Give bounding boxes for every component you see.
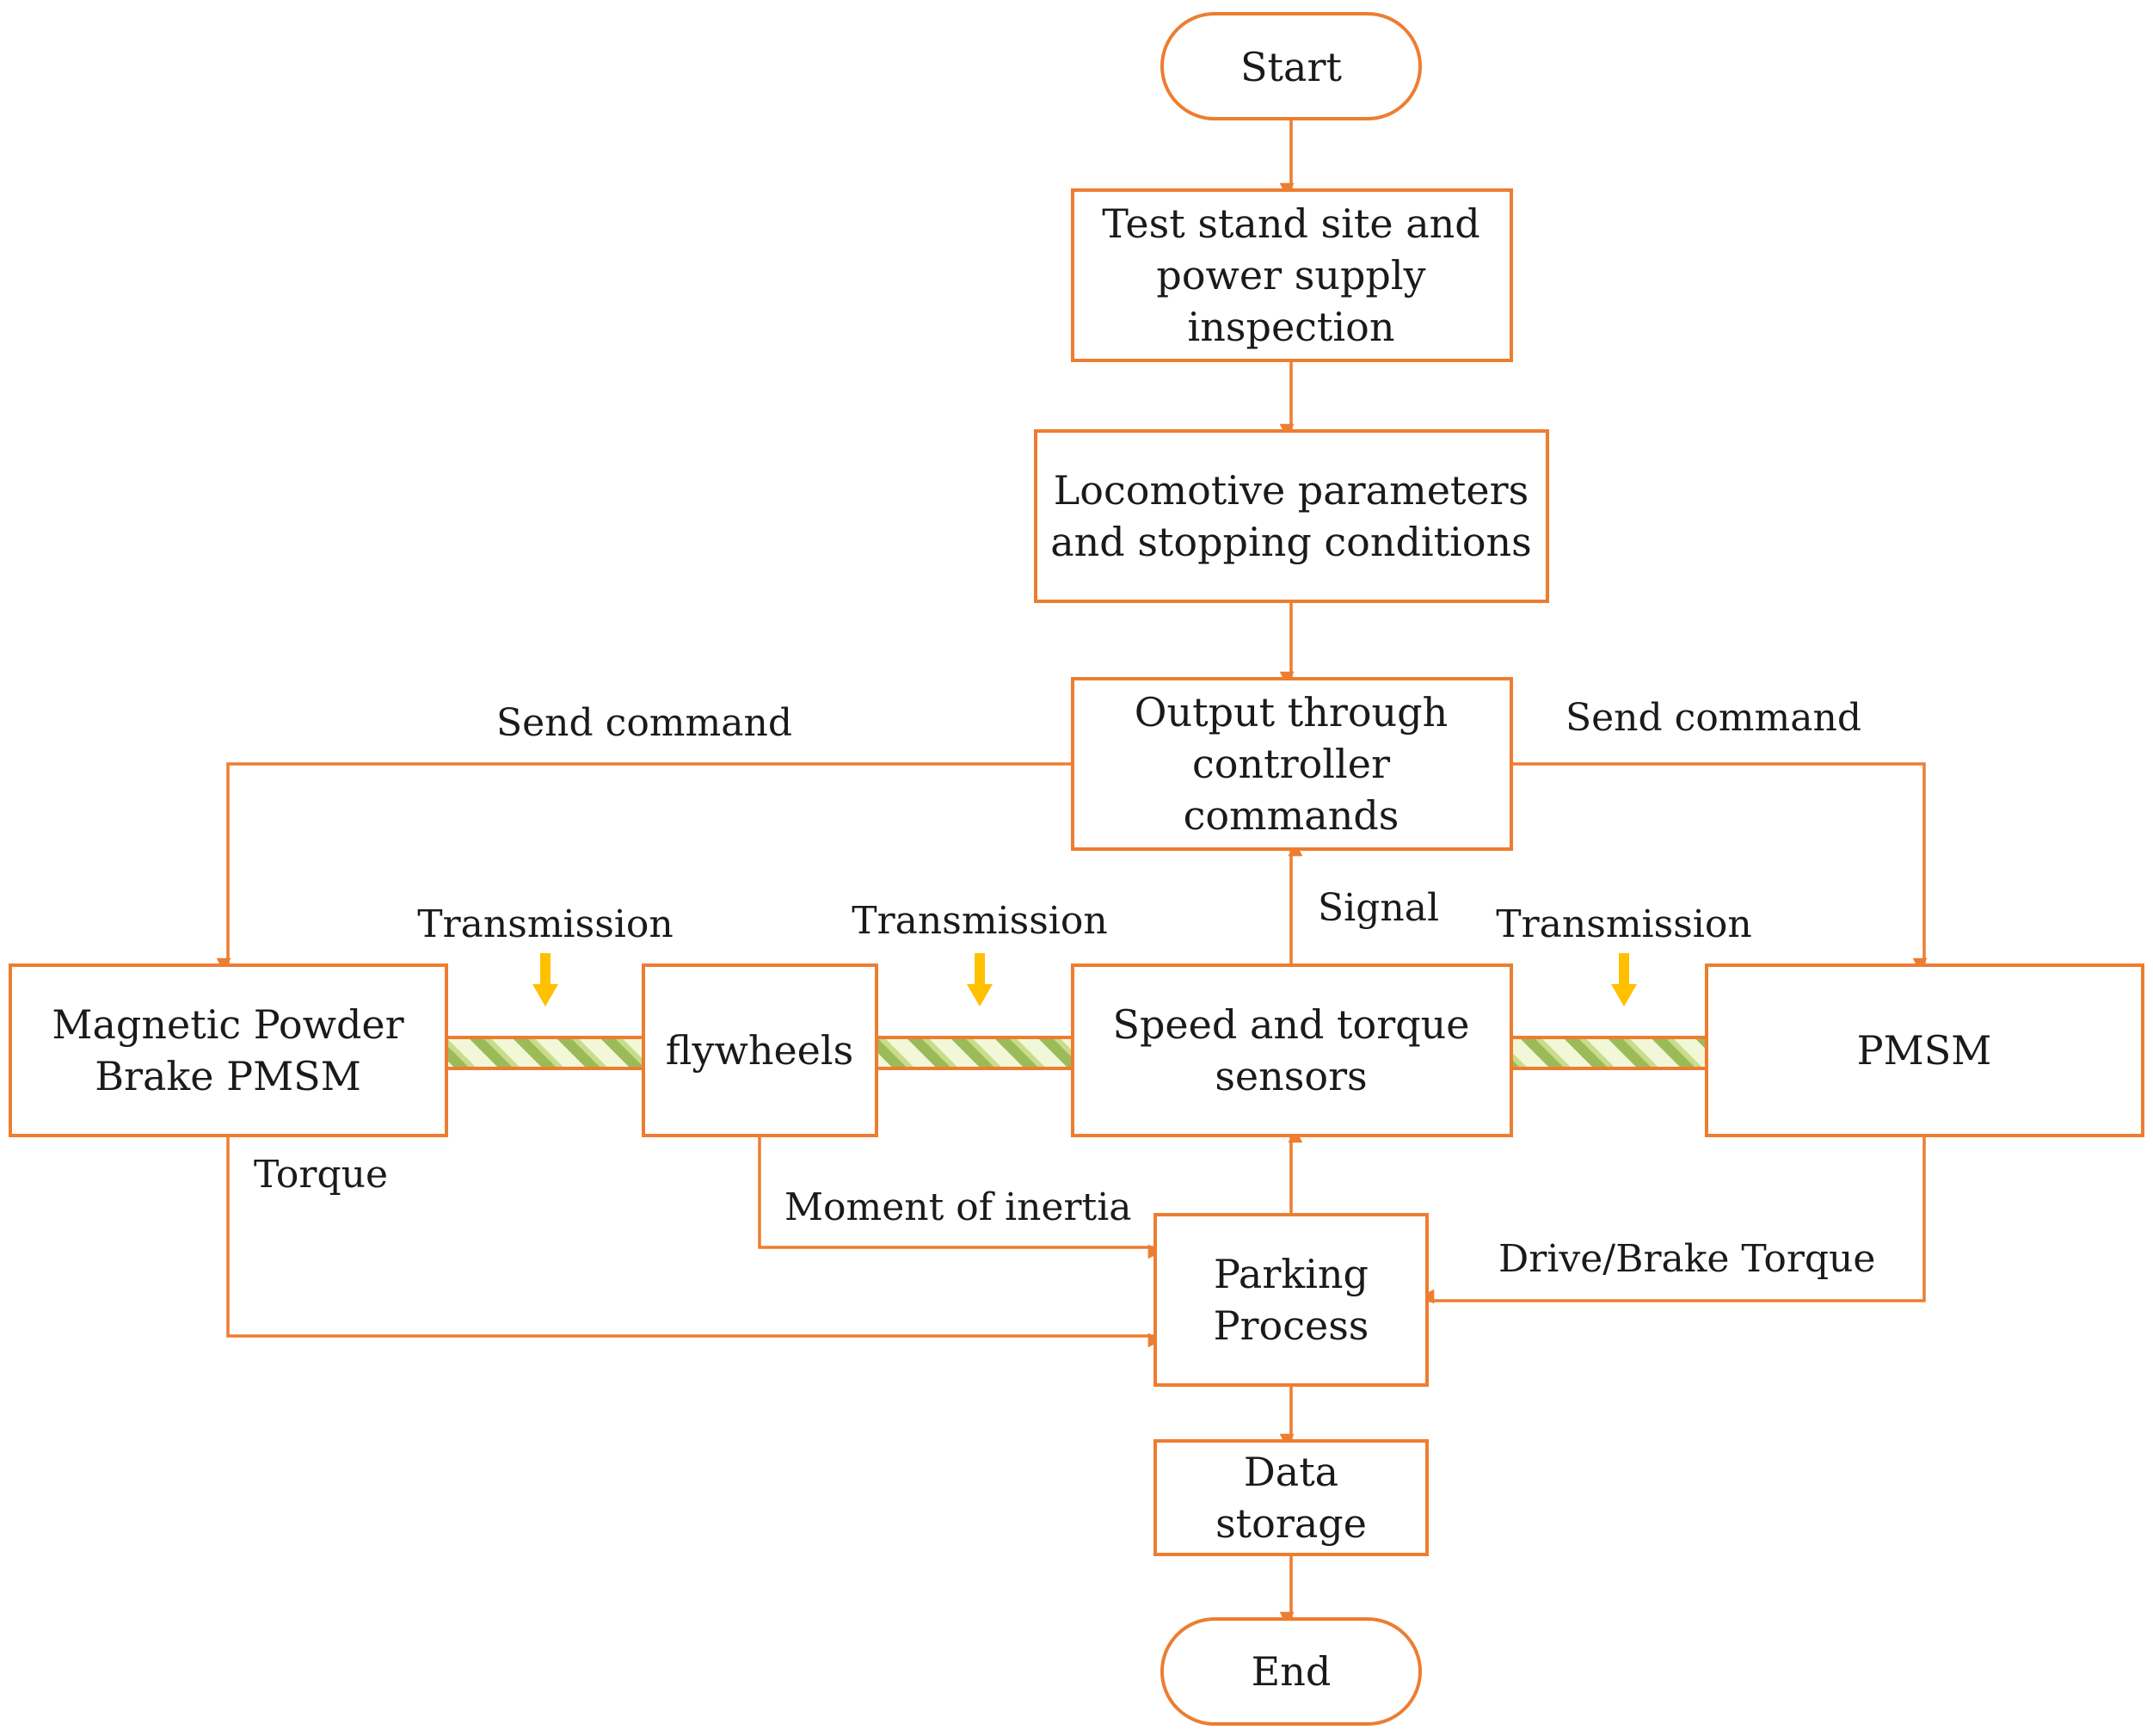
inspection-label-line: Test stand site and bbox=[1102, 200, 1479, 247]
shaft-flywheels-sensors bbox=[875, 1036, 1074, 1070]
end-label: End bbox=[1252, 1648, 1332, 1695]
sensors-label-line: Speed and torque bbox=[1112, 1001, 1469, 1048]
brake-label-line: Brake PMSM bbox=[95, 1053, 361, 1099]
transmission-2-arrow-icon bbox=[967, 953, 993, 1007]
parking-label-line: Parking bbox=[1214, 1251, 1369, 1297]
start-label: Start bbox=[1240, 44, 1342, 90]
transmission-2-label: Transmission bbox=[852, 899, 1107, 943]
flywheels-box bbox=[642, 963, 878, 1137]
brake-box bbox=[9, 963, 448, 1137]
pmsm-label: PMSM bbox=[1857, 1027, 1992, 1074]
edge-controller-to-brake bbox=[216, 762, 1073, 973]
inspection-label-line: power supply bbox=[1156, 252, 1425, 299]
pmsm-label-line: PMSM bbox=[1857, 1027, 1992, 1074]
transmission-2: Transmission bbox=[852, 899, 1108, 1007]
parameters-box bbox=[1034, 429, 1549, 603]
edge-pmsm-to-parking bbox=[1419, 1136, 1926, 1304]
signal-label: Signal bbox=[1318, 886, 1439, 930]
end-label-line: End bbox=[1252, 1648, 1332, 1695]
transmission-1-label: Transmission bbox=[417, 902, 673, 946]
start-label-line: Start bbox=[1240, 44, 1342, 90]
edges bbox=[216, 119, 1928, 1627]
sensors-box bbox=[1071, 963, 1513, 1137]
send-command-left-label: Send command bbox=[496, 701, 792, 745]
flywheels-label-line: flywheels bbox=[666, 1027, 853, 1074]
controller-label-line: Output through bbox=[1135, 689, 1449, 736]
shafts bbox=[445, 1036, 1708, 1070]
pmsm-box bbox=[1705, 963, 2144, 1137]
inspection-label: Test stand site and power supply inspectio… bbox=[1102, 200, 1479, 350]
inspection-box bbox=[1071, 188, 1513, 362]
storage-label: Data storage bbox=[1215, 1449, 1367, 1547]
node-start: Start bbox=[1160, 12, 1422, 120]
storage-box bbox=[1153, 1439, 1429, 1556]
shaft-brake-flywheels bbox=[445, 1036, 645, 1070]
flywheels-label: flywheels bbox=[666, 1027, 853, 1074]
transmission-3-arrow-icon bbox=[1611, 953, 1637, 1007]
node-flywheels: flywheels bbox=[642, 963, 878, 1137]
parameters-label: Locomotive parameters and stopping condit… bbox=[1050, 467, 1532, 565]
parameters-label-line: and stopping conditions bbox=[1050, 519, 1532, 565]
controller-box bbox=[1071, 677, 1513, 851]
node-inspection: Test stand site and power supply inspectio… bbox=[1071, 188, 1513, 362]
parking-box bbox=[1153, 1213, 1429, 1387]
torque-label: Torque bbox=[254, 1153, 388, 1197]
sensors-label-line: sensors bbox=[1215, 1053, 1367, 1099]
node-controller: Output through controller commands bbox=[1071, 677, 1513, 851]
node-pmsm: PMSM bbox=[1705, 963, 2144, 1137]
inspection-label-line: inspection bbox=[1188, 304, 1395, 350]
transmission-3: Transmission bbox=[1496, 902, 1752, 1007]
controller-label-line: controller bbox=[1192, 741, 1390, 787]
node-end: End bbox=[1160, 1617, 1422, 1726]
controller-label: Output through controller commands bbox=[1135, 689, 1449, 839]
storage-label-line: storage bbox=[1215, 1500, 1367, 1547]
node-parameters: Locomotive parameters and stopping condit… bbox=[1034, 429, 1549, 603]
transmission-3-label: Transmission bbox=[1496, 902, 1751, 946]
send-command-right-label: Send command bbox=[1566, 696, 1861, 740]
parking-label-line: Process bbox=[1214, 1302, 1369, 1349]
controller-label-line: commands bbox=[1184, 792, 1399, 839]
storage-label-line: Data bbox=[1244, 1449, 1338, 1495]
node-sensors: Speed and torque sensors bbox=[1071, 963, 1513, 1137]
start-terminal bbox=[1160, 12, 1422, 120]
parameters-label-line: Locomotive parameters bbox=[1054, 467, 1529, 514]
edge-controller-to-pmsm bbox=[1511, 762, 1928, 973]
edge-flywheels-to-parking bbox=[758, 1136, 1163, 1259]
shaft-sensors-pmsm bbox=[1510, 1036, 1708, 1070]
moment-of-inertia-label: Moment of inertia bbox=[784, 1185, 1132, 1229]
node-storage: Data storage bbox=[1153, 1439, 1429, 1556]
end-terminal bbox=[1160, 1617, 1422, 1726]
sensors-label: Speed and torque sensors bbox=[1112, 1001, 1469, 1099]
drive-brake-torque-label: Drive/Brake Torque bbox=[1498, 1237, 1875, 1281]
brake-label-line: Magnetic Powder bbox=[52, 1001, 403, 1048]
transmission-1: Transmission bbox=[417, 902, 674, 1007]
edge-brake-to-parking bbox=[226, 1136, 1163, 1348]
transmission-1-arrow-icon bbox=[532, 953, 558, 1007]
